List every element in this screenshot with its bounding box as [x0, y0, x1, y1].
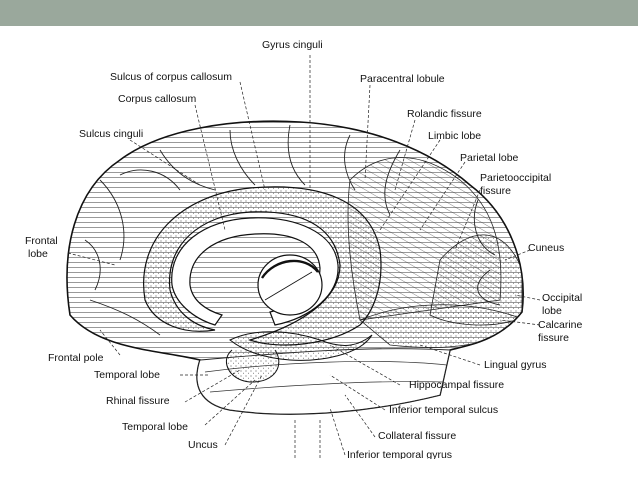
label-parietooccipital-line2: fissure	[480, 185, 511, 197]
label-sulcus-cinguli: Sulcus cinguli	[79, 128, 144, 140]
label-frontal-lobe-line2: lobe	[28, 248, 48, 260]
label-limbic-lobe: Limbic lobe	[428, 130, 482, 142]
label-inferior-temporal-gyrus: Inferior temporal gyrus	[347, 450, 453, 459]
label-paracentral-lobule: Paracentral lobule	[360, 73, 445, 85]
label-gyrus-cinguli: Gyrus cinguli	[262, 39, 323, 51]
label-frontal-pole: Frontal pole	[48, 352, 104, 364]
label-collateral-fissure: Collateral fissure	[378, 430, 457, 442]
label-frontal-lobe-line1: Frontal	[25, 235, 58, 247]
label-uncus: Uncus	[188, 439, 218, 451]
label-calcarine-line2: fissure	[538, 332, 569, 344]
label-parietal-lobe: Parietal lobe	[460, 152, 519, 164]
limbic-band	[143, 186, 382, 346]
label-rolandic-fissure: Rolandic fissure	[407, 108, 482, 120]
label-sulcus-corpus-callosum: Sulcus of corpus callosum	[110, 71, 232, 83]
label-parietooccipital-line1: Parietooccipital	[480, 172, 552, 184]
label-occipital-line2: lobe	[542, 305, 562, 317]
label-calcarine-line1: Calcarine	[538, 319, 583, 331]
label-corpus-callosum: Corpus callosum	[118, 93, 197, 105]
label-temporal-lobe-bottom: Temporal lobe	[122, 421, 188, 433]
label-cuneus: Cuneus	[528, 242, 565, 254]
label-lingual-gyrus: Lingual gyrus	[484, 359, 547, 371]
label-occipital-line1: Occipital	[542, 292, 583, 304]
slide-top-bar	[0, 0, 638, 26]
label-inferior-temporal-sulcus: Inferior temporal sulcus	[389, 404, 499, 416]
label-rhinal-fissure: Rhinal fissure	[106, 395, 170, 407]
label-hippocampal-fissure: Hippocampal fissure	[409, 379, 505, 391]
label-temporal-lobe-top: Temporal lobe	[94, 369, 160, 381]
